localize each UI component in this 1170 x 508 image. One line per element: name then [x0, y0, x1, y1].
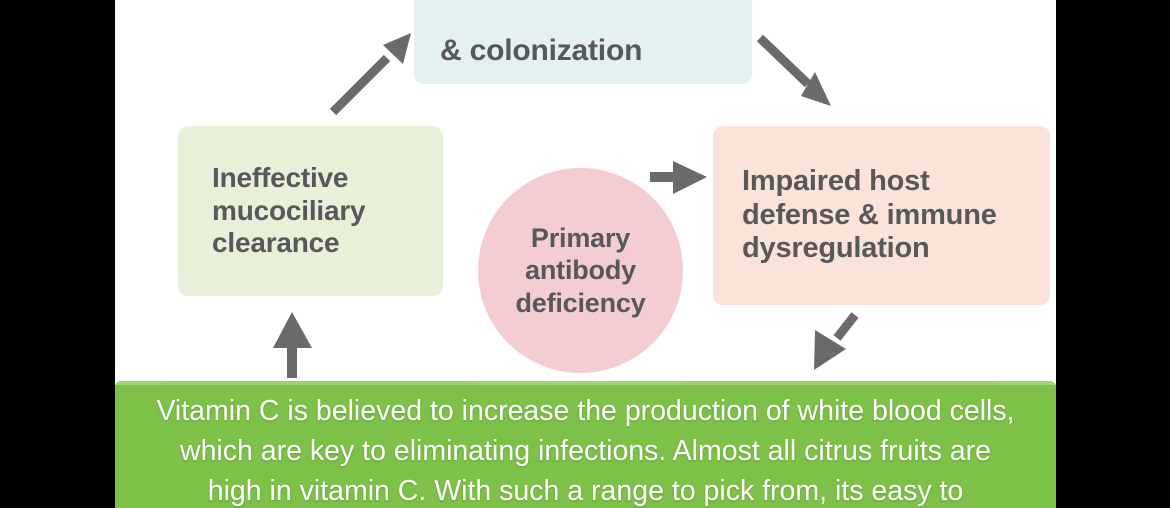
caption-line-2: which are key to eliminating infections.… [180, 435, 991, 467]
node-mucociliary-label: Ineffective mucociliary clearance [212, 161, 366, 259]
arrow-layer [273, 33, 859, 378]
letterbox-right [1056, 0, 1170, 508]
arrow-impaired-to-chronic [814, 312, 859, 370]
caption-line-1: Vitamin C is believed to increase the pr… [156, 395, 1015, 427]
caption-line-3: high in vitamin C. With such a range to … [207, 475, 964, 507]
node-primary-antibody-deficiency: Primary antibody deficiency [478, 168, 683, 373]
letterbox-left [0, 0, 115, 508]
arrow-primary-to-impaired [650, 161, 707, 194]
arrow-airway-to-mucociliary [273, 312, 312, 378]
node-infection-label: & colonization [440, 33, 643, 67]
node-impaired-label: Impaired host defense & immune dysregula… [742, 164, 997, 265]
arrow-mucociliary-to-infection [329, 33, 411, 116]
arrow-infection-to-impaired [756, 34, 831, 106]
node-impaired-host-defense: Impaired host defense & immune dysregula… [713, 126, 1050, 305]
caption-band-overlay [115, 381, 1056, 508]
node-infection-colonization: & colonization [414, 0, 752, 84]
caption-text: Vitamin C is believed to increase the pr… [115, 381, 1056, 508]
node-primary-label: Primary antibody deficiency [515, 222, 646, 318]
node-ineffective-mucociliary-clearance: Ineffective mucociliary clearance [178, 126, 443, 296]
